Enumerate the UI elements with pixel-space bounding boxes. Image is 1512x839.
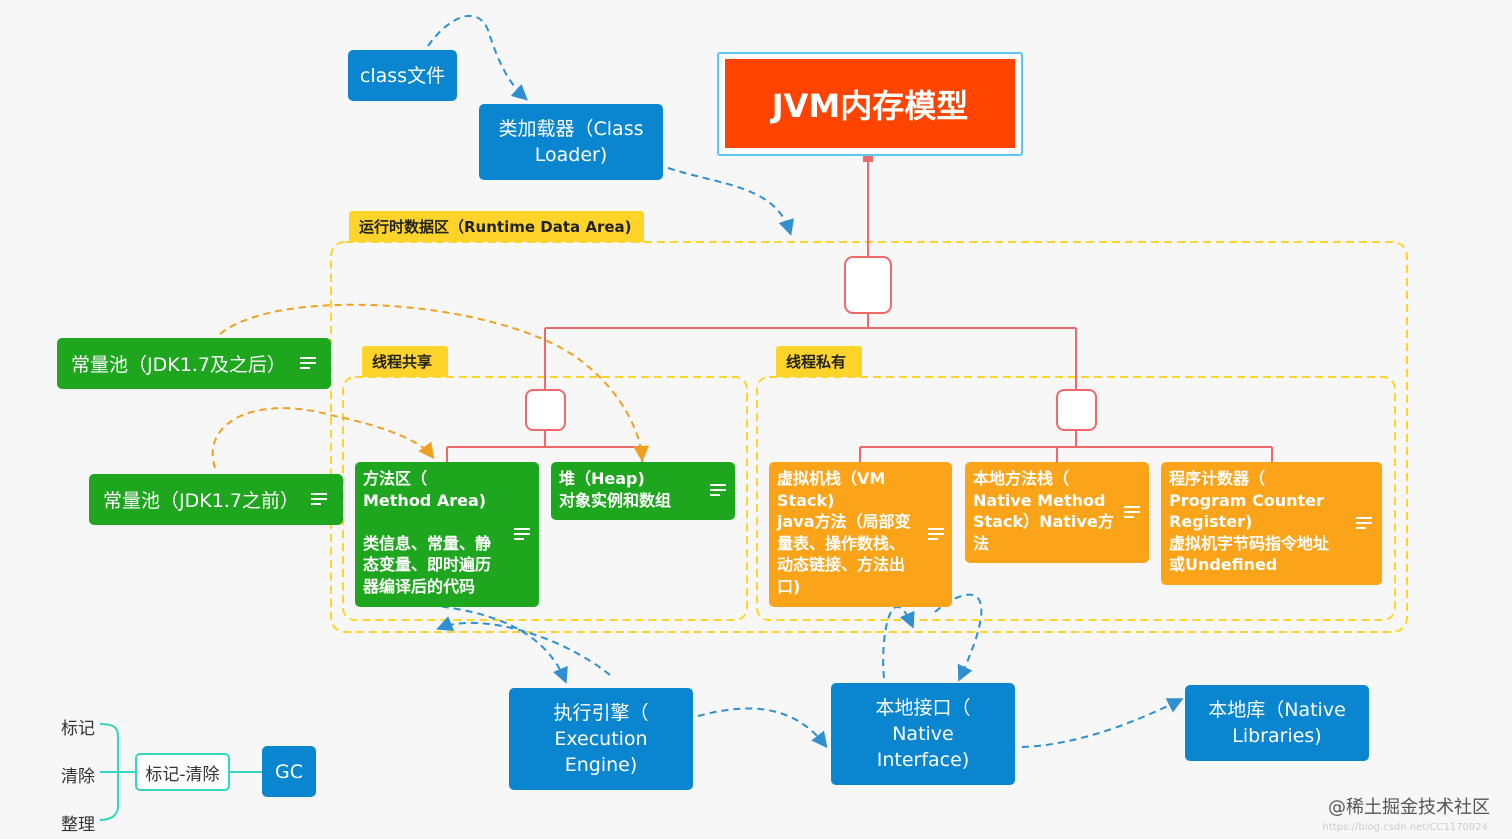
class-file-node[interactable]: class文件	[348, 50, 457, 101]
native-method-stack-text: 本地方法栈（ Native Method Stack）Native方 法	[973, 469, 1114, 553]
program-counter-text: 程序计数器（ Program Counter Register) 虚拟机字节码指…	[1169, 469, 1330, 574]
method-area-text: 方法区（ Method Area) 类信息、常量、静 态变量、即时遍历 器编译后…	[363, 469, 492, 596]
gc-bracket	[99, 723, 262, 821]
note-icon	[311, 493, 327, 505]
watermark-url: https://blog.csdn.net/CC1170924	[1322, 822, 1488, 833]
vm-stack-node[interactable]: 虚拟机栈（VM Stack) java方法（局部变 量表、操作数栈、 动态链接、…	[769, 462, 952, 607]
class-loader-node[interactable]: 类加载器（Class Loader)	[479, 104, 663, 180]
execution-engine-node[interactable]: 执行引擎（ Execution Engine)	[509, 688, 693, 790]
private-area-tag: 线程私有	[776, 346, 862, 377]
method-area-node[interactable]: 方法区（ Method Area) 类信息、常量、静 态变量、即时遍历 器编译后…	[355, 462, 539, 607]
root-anchor	[863, 152, 873, 162]
gc-item-mark: 标记	[61, 719, 95, 739]
native-method-stack-node[interactable]: 本地方法栈（ Native Method Stack）Native方 法	[965, 462, 1149, 563]
note-icon	[514, 528, 530, 540]
gc-item-compact: 整理	[61, 815, 95, 835]
note-icon	[300, 357, 316, 369]
root-title[interactable]: JVM内存模型	[725, 59, 1015, 148]
heap-text: 堆（Heap) 对象实例和数组	[559, 469, 672, 510]
gc-node[interactable]: GC	[262, 746, 316, 797]
constant-pool-after-label: 常量池（JDK1.7及之后）	[71, 354, 286, 376]
watermark: @稀土掘金技术社区	[1328, 797, 1490, 818]
heap-node[interactable]: 堆（Heap) 对象实例和数组	[551, 462, 735, 520]
constant-pool-arrows	[211, 303, 650, 469]
note-icon	[710, 484, 726, 496]
program-counter-node[interactable]: 程序计数器（ Program Counter Register) 虚拟机字节码指…	[1161, 462, 1382, 585]
tree-connectors	[446, 160, 1273, 462]
shared-area-tag: 线程共享	[362, 346, 448, 377]
note-icon	[1124, 506, 1140, 518]
mark-sweep-node[interactable]: 标记-清除	[135, 753, 230, 791]
note-icon	[928, 528, 944, 540]
constant-pool-before-label: 常量池（JDK1.7之前）	[103, 490, 299, 512]
note-icon	[1356, 517, 1372, 529]
runtime-area-tag: 运行时数据区（Runtime Data Area)	[349, 211, 644, 242]
native-library-node[interactable]: 本地库（Native Libraries)	[1185, 685, 1369, 761]
gc-item-sweep: 清除	[61, 767, 95, 787]
constant-pool-before-node[interactable]: 常量池（JDK1.7之前）	[89, 474, 343, 525]
constant-pool-after-node[interactable]: 常量池（JDK1.7及之后）	[57, 338, 331, 389]
vm-stack-text: 虚拟机栈（VM Stack) java方法（局部变 量表、操作数栈、 动态链接、…	[777, 469, 911, 596]
native-interface-node[interactable]: 本地接口（ Native Interface)	[831, 683, 1015, 785]
